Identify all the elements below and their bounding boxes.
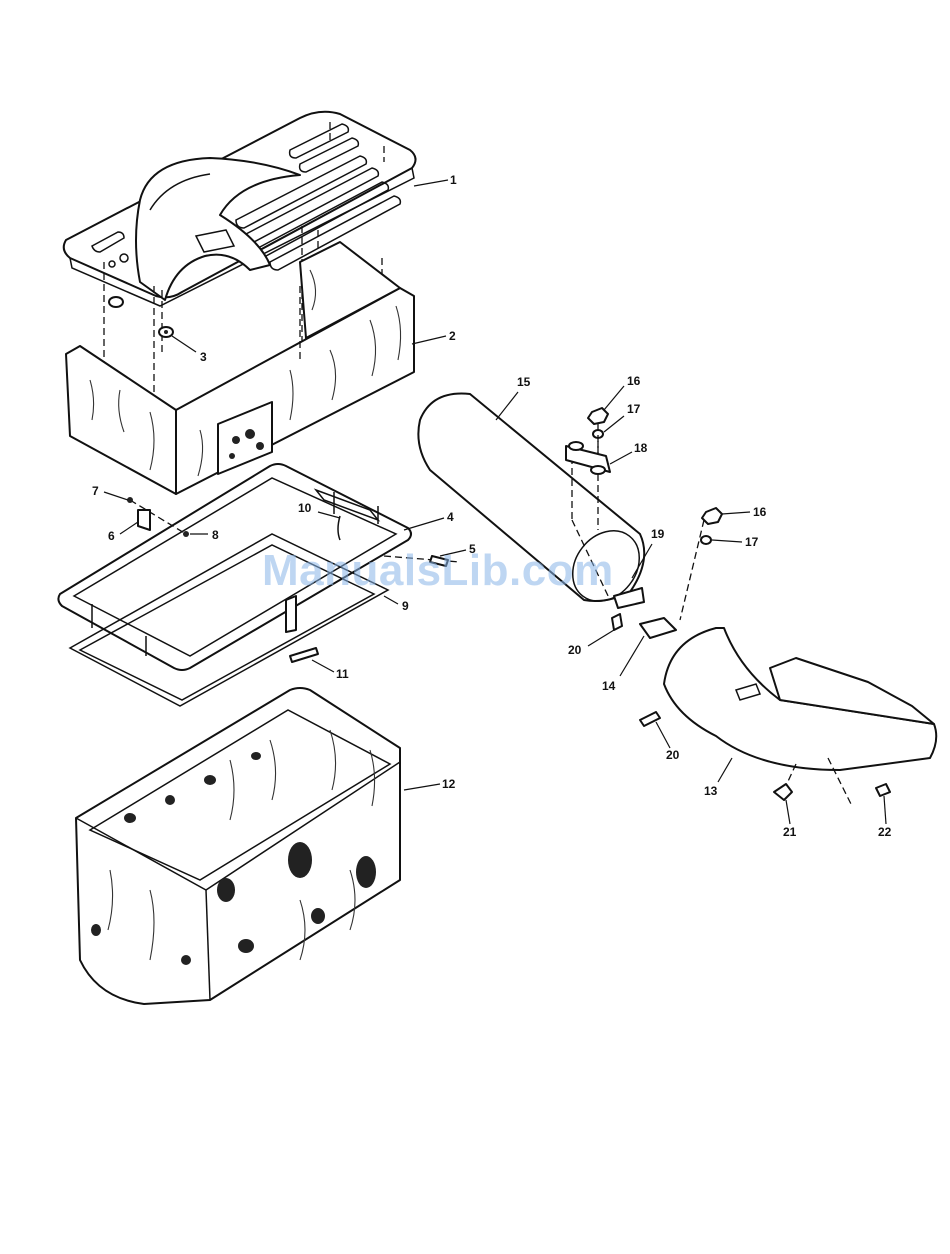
callout-8: 8 bbox=[212, 528, 219, 542]
callout-13: 13 bbox=[704, 784, 718, 798]
callout-3: 3 bbox=[200, 350, 207, 364]
callout-21: 21 bbox=[783, 825, 797, 839]
callout-1: 1 bbox=[450, 173, 457, 187]
callout-11: 11 bbox=[336, 667, 349, 681]
callout-20-bottom: 20 bbox=[666, 748, 680, 762]
washer-part-3 bbox=[109, 297, 173, 337]
callout-18: 18 bbox=[634, 441, 648, 455]
watermark-text: ManualsLib.com bbox=[262, 546, 702, 596]
callout-9: 9 bbox=[402, 599, 409, 613]
callout-12: 12 bbox=[442, 777, 456, 791]
callout-2: 2 bbox=[449, 329, 456, 343]
callout-15: 15 bbox=[517, 375, 531, 389]
deflector-chute bbox=[640, 628, 936, 806]
callout-19: 19 bbox=[651, 527, 665, 541]
callout-17-right: 17 bbox=[745, 535, 759, 549]
callout-20-left: 20 bbox=[568, 643, 582, 657]
callout-4: 4 bbox=[447, 510, 454, 524]
callout-7: 7 bbox=[92, 484, 99, 498]
callout-6: 6 bbox=[108, 529, 115, 543]
clamp-hardware-top bbox=[566, 408, 610, 474]
callout-17-top: 17 bbox=[627, 402, 641, 416]
callout-10: 10 bbox=[298, 501, 312, 515]
callout-22: 22 bbox=[878, 825, 892, 839]
callout-14: 14 bbox=[602, 679, 616, 693]
callout-16-top: 16 bbox=[627, 374, 641, 388]
callout-16-right: 16 bbox=[753, 505, 767, 519]
grass-bag bbox=[76, 688, 400, 1004]
